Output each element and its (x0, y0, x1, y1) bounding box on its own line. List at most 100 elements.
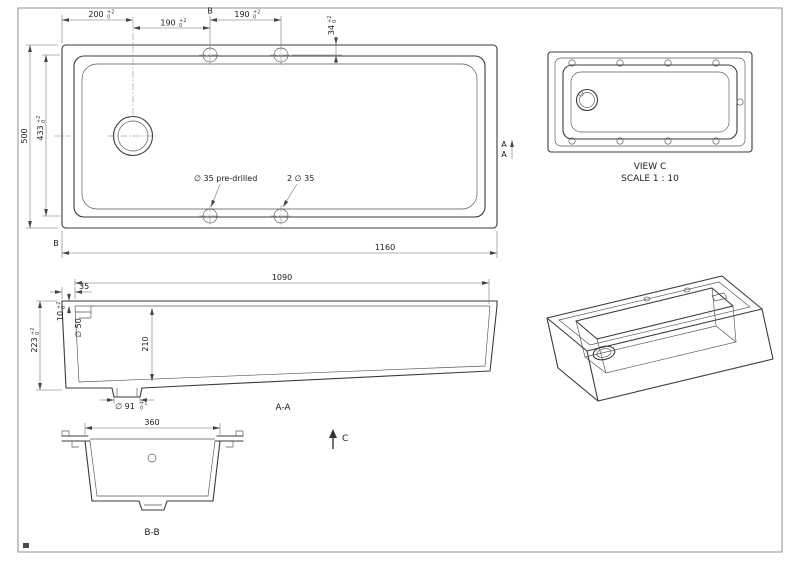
dim-35-label: 35 (79, 282, 89, 291)
bb-clip-details (71, 441, 234, 448)
dim-10-tol-minus: 0 (61, 306, 67, 309)
dim-200-tol-plus: +2 (107, 10, 114, 16)
iso-outer-body (546, 308, 774, 402)
dim-10: 10 +2 0 (56, 293, 71, 321)
sink-rim-line (73, 55, 486, 218)
iso-outer-rim (546, 275, 763, 352)
tap-hole-bottom-right (270, 205, 292, 227)
corner-mark (23, 543, 29, 548)
view-c-drain-detail (578, 91, 584, 97)
view-c-outer (547, 51, 753, 153)
dim-35: 35 (50, 282, 92, 299)
iso-bowl-walls (575, 287, 737, 374)
section-bb-label: B-B (144, 528, 159, 538)
dim-1090-label: 1090 (272, 273, 292, 282)
view-c: VIEW C SCALE 1 : 10 (547, 51, 753, 184)
view-c-screw-holes (568, 59, 744, 145)
view-c-title: VIEW C (634, 162, 667, 172)
section-b-marker-top: B (207, 7, 213, 16)
dim-34-tol-plus: +2 (327, 16, 333, 23)
iso-tap-hole-1 (643, 296, 651, 302)
isometric-view (546, 275, 774, 402)
section-b-marker-bottom: B (53, 239, 59, 248)
note-two-holes-label: 2 ∅ 35 (287, 174, 314, 183)
view-c-body (562, 64, 738, 140)
dim-200-label: 200 (88, 10, 103, 19)
c-marker-label: C (342, 434, 348, 444)
bb-rim-lines (61, 435, 244, 442)
dim-223: 223 +2 0 (30, 300, 62, 391)
dim-223-tol-minus: 0 (35, 332, 41, 335)
dim-190-left-tol-minus: 0 (179, 23, 182, 29)
dim-190-right-tol-minus: 0 (253, 15, 256, 21)
dim-500-label: 500 (20, 128, 29, 143)
note-two-holes: 2 ∅ 35 (282, 174, 314, 208)
dim-210-label: 210 (141, 336, 150, 351)
dim-10-label: 10 (56, 311, 65, 321)
dim-500: 500 (20, 44, 58, 229)
bb-rim-hooks (61, 430, 244, 436)
dim-433: 433 +2 0 (36, 54, 60, 217)
plan-view: 200 +2 0 190 +2 0 190 +2 0 B 34 +2 (20, 7, 514, 258)
iso-tap-hole-2 (683, 287, 691, 293)
aa-overflow-detail (75, 306, 92, 319)
dim-91-label: ∅ 91 (115, 402, 135, 411)
dim-50: ∅ 50 (74, 318, 83, 338)
dim-200-tol-minus: 0 (107, 15, 110, 21)
note-predrilled-label: ∅ 35 pre-drilled (194, 174, 257, 183)
iso-inner-rim (558, 281, 751, 346)
dim-433-tol-plus: +2 (36, 116, 42, 123)
dim-34-label: 34 (327, 25, 336, 35)
sink-bowl-line (81, 63, 478, 210)
dim-190-left: 190 +2 0 (133, 18, 210, 30)
dim-34: 34 +2 0 (292, 16, 342, 64)
tap-hole-bottom-left (199, 205, 221, 227)
dim-34-tol-minus: 0 (332, 20, 338, 23)
c-arrow-icon (329, 429, 337, 438)
section-bb: 360 B-B (61, 418, 244, 538)
sheet-frame (17, 7, 783, 553)
view-direction-c: C (329, 429, 348, 449)
iso-drain-outer (592, 345, 616, 361)
tap-hole-top-right (270, 44, 292, 66)
dim-210: 210 (141, 308, 154, 381)
dim-360: 360 (84, 418, 221, 435)
section-a-label-1: A (501, 140, 507, 149)
view-c-drain-outer (575, 88, 599, 112)
iso-overflow-detail (711, 292, 728, 302)
dim-223-label: 223 (30, 337, 39, 352)
view-c-bowl (570, 71, 730, 133)
view-c-rim (554, 57, 746, 147)
iso-drain-inner (596, 348, 612, 358)
dim-1160: 1160 (61, 231, 498, 258)
dim-433-label: 433 (36, 125, 45, 140)
dim-190-right-label: 190 (234, 10, 249, 19)
section-a-label-2: A (501, 150, 507, 159)
bb-overflow-hole (147, 453, 157, 463)
dim-10-tol-plus: +2 (56, 302, 62, 309)
bb-inner-profile (89, 440, 216, 497)
dim-190-right-tol-plus: +2 (253, 10, 260, 16)
dim-1090: 1090 (74, 273, 490, 304)
dim-91-tol-minus: 0 (140, 406, 143, 412)
dim-190-left-tol-plus: +2 (179, 18, 186, 24)
section-aa-label: A-A (275, 403, 291, 413)
view-c-scale: SCALE 1 : 10 (621, 174, 679, 184)
dim-91: ∅ 91 +1 0 (100, 397, 154, 412)
dim-223-tol-plus: +2 (30, 328, 36, 335)
bb-outer-profile (84, 440, 221, 511)
sink-outer-outline (61, 44, 498, 229)
dim-190-right: 190 +2 0 (209, 10, 282, 44)
section-aa: 35 1090 10 +2 0 ∅ 50 223 +2 (30, 273, 498, 413)
dim-190-left-label: 190 (160, 19, 175, 28)
aa-inner-profile (74, 305, 491, 383)
note-predrilled: ∅ 35 pre-drilled (194, 174, 257, 208)
dim-433-tol-minus: 0 (41, 120, 47, 123)
dim-200: 200 +2 0 (61, 10, 133, 43)
dim-1160-label: 1160 (375, 243, 395, 252)
iso-bowl-opening (575, 287, 734, 340)
dim-360-label: 360 (144, 418, 159, 427)
dim-50-label: ∅ 50 (74, 318, 83, 338)
